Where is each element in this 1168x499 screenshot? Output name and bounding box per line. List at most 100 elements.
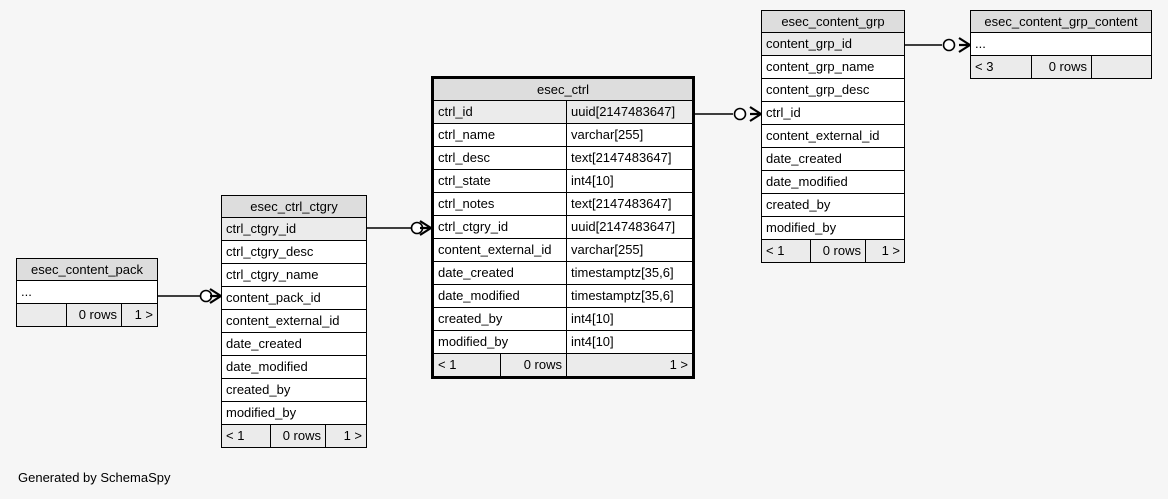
table-row[interactable]: modified_by bbox=[222, 402, 366, 425]
table-row[interactable]: date_created bbox=[762, 148, 904, 171]
column-name: date_created bbox=[438, 265, 514, 280]
column-name: modified_by bbox=[766, 220, 837, 235]
footer-prev-link[interactable] bbox=[17, 304, 66, 326]
column-name: ctrl_ctgry_id bbox=[438, 219, 509, 234]
column-type: int4[10] bbox=[566, 331, 692, 353]
footer-next-link[interactable]: 1 > bbox=[325, 425, 366, 447]
table-esec-content-pack[interactable]: esec_content_pack ... 0 rows 1 > bbox=[16, 258, 158, 327]
footer-row-count: 0 rows bbox=[66, 304, 121, 326]
footer-next-link[interactable] bbox=[1091, 56, 1151, 78]
footer-row-count: 0 rows bbox=[500, 354, 566, 376]
table-row[interactable]: date_modified timestamptz[35,6] bbox=[434, 285, 692, 308]
table-row[interactable]: ctrl_state int4[10] bbox=[434, 170, 692, 193]
column-type: varchar[255] bbox=[566, 239, 692, 261]
table-esec-content-grp-content[interactable]: esec_content_grp_content ... < 3 0 rows bbox=[970, 10, 1152, 79]
footer-prev-link[interactable]: < 1 bbox=[226, 428, 245, 443]
table-row[interactable]: created_by int4[10] bbox=[434, 308, 692, 331]
column-name: ctrl_ctgry_id bbox=[226, 221, 297, 236]
column-name: date_modified bbox=[766, 174, 848, 189]
table-row[interactable]: ctrl_notes text[2147483647] bbox=[434, 193, 692, 216]
table-esec-content-grp[interactable]: esec_content_grp content_grp_id content_… bbox=[761, 10, 905, 263]
table-row-primary-key[interactable]: ctrl_id uuid[2147483647] bbox=[434, 101, 692, 124]
table-row[interactable]: ... bbox=[971, 33, 1151, 56]
table-row[interactable]: content_external_id bbox=[222, 310, 366, 333]
table-title: esec_ctrl_ctgry bbox=[222, 196, 366, 218]
column-type: text[2147483647] bbox=[566, 193, 692, 215]
column-type: timestamptz[35,6] bbox=[566, 262, 692, 284]
column-name: ctrl_ctgry_name bbox=[226, 267, 319, 282]
table-row[interactable]: ctrl_ctgry_name bbox=[222, 264, 366, 287]
table-esec-ctrl[interactable]: esec_ctrl ctrl_id uuid[2147483647] ctrl_… bbox=[431, 76, 695, 379]
table-row[interactable]: ctrl_id bbox=[762, 102, 904, 125]
column-name: modified_by bbox=[226, 405, 297, 420]
column-name: content_external_id bbox=[438, 242, 552, 257]
table-row-primary-key[interactable]: ctrl_ctgry_id bbox=[222, 218, 366, 241]
footer-prev-link[interactable]: < 1 bbox=[438, 357, 457, 372]
column-type: int4[10] bbox=[566, 170, 692, 192]
column-type: uuid[2147483647] bbox=[566, 216, 692, 238]
column-name: ctrl_name bbox=[438, 127, 496, 142]
table-row[interactable]: ctrl_desc text[2147483647] bbox=[434, 147, 692, 170]
column-name: ctrl_id bbox=[438, 104, 473, 119]
column-name: ctrl_ctgry_desc bbox=[226, 244, 314, 259]
table-footer: < 1 0 rows 1 > bbox=[434, 354, 692, 376]
footer-row-count: 0 rows bbox=[1031, 56, 1091, 78]
column-name: date_modified bbox=[226, 359, 308, 374]
footer-prev-link[interactable]: < 1 bbox=[766, 243, 785, 258]
table-footer: 0 rows 1 > bbox=[17, 304, 157, 326]
footer-next-link[interactable]: 1 > bbox=[865, 240, 904, 262]
table-row-primary-key[interactable]: content_grp_id bbox=[762, 33, 904, 56]
table-row[interactable]: ... bbox=[17, 281, 157, 304]
column-type: uuid[2147483647] bbox=[566, 101, 692, 123]
column-name: ctrl_desc bbox=[438, 150, 491, 165]
relationship-content-pack-to-ctrl-ctgry bbox=[158, 287, 223, 305]
table-row[interactable]: date_modified bbox=[222, 356, 366, 379]
footer-row-count: 0 rows bbox=[270, 425, 325, 447]
column-name: date_created bbox=[226, 336, 302, 351]
table-title: esec_content_grp_content bbox=[971, 11, 1151, 33]
table-esec-ctrl-ctgry[interactable]: esec_ctrl_ctgry ctrl_ctgry_id ctrl_ctgry… bbox=[221, 195, 367, 448]
table-row[interactable]: ctrl_ctgry_id uuid[2147483647] bbox=[434, 216, 692, 239]
table-row[interactable]: created_by bbox=[222, 379, 366, 402]
relationship-content-grp-to-grp-content bbox=[905, 36, 972, 54]
table-row[interactable]: content_external_id bbox=[762, 125, 904, 148]
column-name: content_grp_name bbox=[766, 59, 875, 74]
relationship-ctrl-to-content-grp bbox=[695, 105, 763, 123]
column-name: ctrl_state bbox=[438, 173, 491, 188]
column-name: modified_by bbox=[438, 334, 509, 349]
column-name: content_grp_desc bbox=[766, 82, 870, 97]
column-name: content_grp_id bbox=[766, 36, 853, 51]
column-name: ctrl_notes bbox=[438, 196, 495, 211]
table-footer: < 1 0 rows 1 > bbox=[762, 240, 904, 262]
table-row[interactable]: date_created bbox=[222, 333, 366, 356]
footer-next-link[interactable]: 1 > bbox=[121, 304, 157, 326]
column-name: content_pack_id bbox=[226, 290, 321, 305]
table-row[interactable]: content_grp_desc bbox=[762, 79, 904, 102]
column-name: created_by bbox=[226, 382, 291, 397]
column-type: int4[10] bbox=[566, 308, 692, 330]
column-type: varchar[255] bbox=[566, 124, 692, 146]
table-row[interactable]: content_pack_id bbox=[222, 287, 366, 310]
column-name: ctrl_id bbox=[766, 105, 801, 120]
table-row[interactable]: ctrl_name varchar[255] bbox=[434, 124, 692, 147]
table-row[interactable]: created_by bbox=[762, 194, 904, 217]
table-title: esec_content_grp bbox=[762, 11, 904, 33]
column-name: ... bbox=[21, 284, 32, 299]
column-name: content_external_id bbox=[766, 128, 880, 143]
table-row[interactable]: content_external_id varchar[255] bbox=[434, 239, 692, 262]
table-row[interactable]: modified_by int4[10] bbox=[434, 331, 692, 354]
table-row[interactable]: ctrl_ctgry_desc bbox=[222, 241, 366, 264]
table-row[interactable]: date_created timestamptz[35,6] bbox=[434, 262, 692, 285]
relationship-ctrl-ctgry-to-ctrl bbox=[367, 219, 433, 237]
column-name: created_by bbox=[438, 311, 503, 326]
footer-next-link[interactable]: 1 > bbox=[566, 354, 692, 376]
column-name: date_modified bbox=[438, 288, 520, 303]
column-type: text[2147483647] bbox=[566, 147, 692, 169]
table-row[interactable]: modified_by bbox=[762, 217, 904, 240]
column-name: ... bbox=[975, 36, 986, 51]
table-row[interactable]: date_modified bbox=[762, 171, 904, 194]
footer-prev-link[interactable]: < 3 bbox=[975, 59, 994, 74]
column-type: timestamptz[35,6] bbox=[566, 285, 692, 307]
table-row[interactable]: content_grp_name bbox=[762, 56, 904, 79]
